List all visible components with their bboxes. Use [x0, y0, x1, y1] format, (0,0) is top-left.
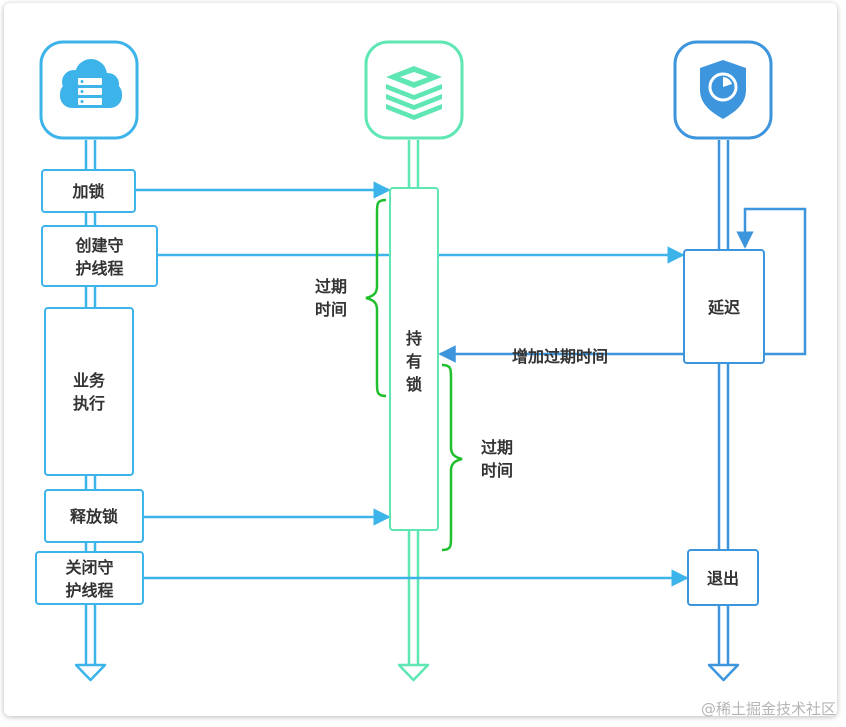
hold-lock-label-line1: 持 [406, 329, 422, 348]
expiry-bracket-first: 过期 时间 [315, 198, 387, 398]
create-watchdog-label-line1: 创建守 [74, 236, 123, 255]
create-watchdog-label-line2: 护线程 [75, 259, 123, 278]
exit-label: 退出 [707, 569, 739, 588]
delay-box: 延迟 [683, 249, 765, 364]
expiry-second-label-line1: 过期 [481, 438, 513, 457]
watermark: @稀土掘金技术社区 [701, 700, 836, 718]
redis-stack-icon [364, 40, 464, 140]
expiry-second-label-line2: 时间 [481, 461, 513, 480]
watchdog-lifeline-arrowhead [707, 663, 740, 682]
redis-lifeline-arrowhead [397, 663, 430, 682]
lock-step-box: 加锁 [41, 169, 136, 213]
hold-lock-box: 持 有 锁 [389, 187, 439, 531]
close-watchdog-label-line1: 关闭守 [65, 558, 113, 577]
release-lock-step-box: 释放锁 [44, 489, 144, 543]
shield-timer-icon [673, 40, 773, 140]
expiry-bracket-second: 过期 时间 [441, 363, 513, 552]
business-exec-label-line2: 执行 [73, 394, 105, 413]
hold-lock-label-line2: 有 [406, 352, 422, 371]
lock-step-label: 加锁 [71, 182, 104, 201]
extend-expiry-label: 增加过期时间 [512, 347, 608, 366]
delay-loop-arrow [736, 207, 807, 356]
expiry-first-label-line1: 过期 [315, 277, 347, 296]
create-watchdog-step-box: 创建守 护线程 [41, 225, 158, 287]
close-watchdog-label-line2: 护线程 [65, 581, 113, 600]
exit-box: 退出 [687, 549, 759, 606]
close-watchdog-step-box: 关闭守 护线程 [35, 551, 144, 605]
client-lifeline-arrowhead [74, 663, 107, 682]
release-lock-label: 释放锁 [70, 507, 118, 526]
hold-lock-label-line3: 锁 [406, 375, 422, 394]
cloud-server-icon [39, 40, 139, 140]
delay-label: 延迟 [707, 298, 740, 317]
business-exec-label-line1: 业务 [73, 371, 106, 390]
expiry-first-label-line2: 时间 [315, 300, 347, 319]
business-exec-step-box: 业务 执行 [44, 307, 134, 476]
